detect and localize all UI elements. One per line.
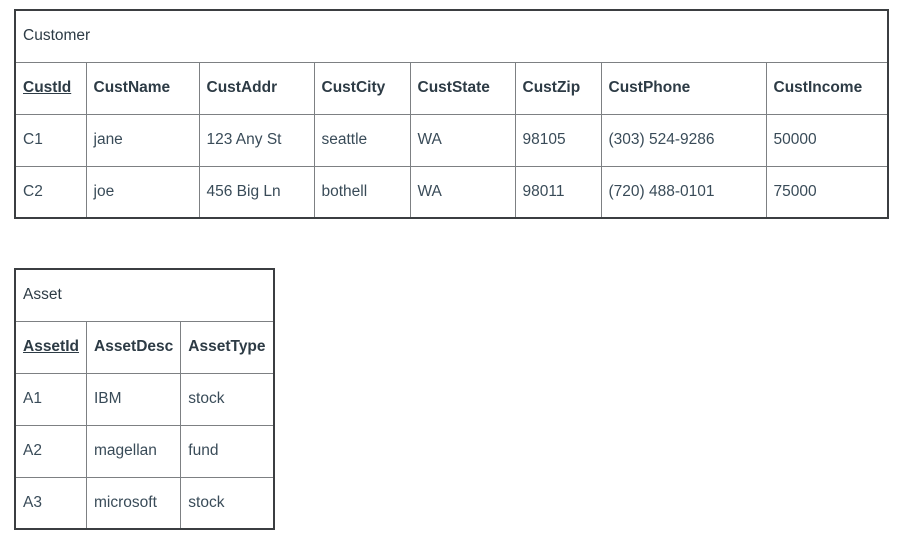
column-header-custstate: CustState <box>409 61 516 115</box>
cell-custzip: 98011 <box>514 165 602 219</box>
customer-table-title: Customer <box>14 9 889 63</box>
cell-custaddr: 123 Any St <box>198 113 315 167</box>
table-title-row: Asset <box>14 268 275 322</box>
cell-assetdesc: IBM <box>85 372 182 426</box>
column-header-custcity: CustCity <box>313 61 411 115</box>
cell-custstate: WA <box>409 113 516 167</box>
cell-custstate: WA <box>409 165 516 219</box>
cell-custphone: (303) 524-9286 <box>600 113 767 167</box>
cell-custname: joe <box>85 165 200 219</box>
customer-header-row: CustId CustName CustAddr CustCity CustSt… <box>14 61 889 115</box>
cell-custincome: 50000 <box>765 113 889 167</box>
cell-custcity: seattle <box>313 113 411 167</box>
table-row: C2 joe 456 Big Ln bothell WA 98011 (720)… <box>14 165 889 219</box>
table-row: A2 magellan fund <box>14 424 275 478</box>
cell-assetdesc: microsoft <box>85 476 182 530</box>
cell-assettype: stock <box>180 372 275 426</box>
cell-custid: C2 <box>14 165 87 219</box>
cell-custincome: 75000 <box>765 165 889 219</box>
cell-custaddr: 456 Big Ln <box>198 165 315 219</box>
cell-assetdesc: magellan <box>85 424 182 478</box>
cell-custzip: 98105 <box>514 113 602 167</box>
table-row: A1 IBM stock <box>14 372 275 426</box>
cell-assetid: A1 <box>14 372 87 426</box>
column-header-assettype: AssetType <box>180 320 275 374</box>
cell-assettype: stock <box>180 476 275 530</box>
column-header-custzip: CustZip <box>514 61 602 115</box>
table-row: A3 microsoft stock <box>14 476 275 530</box>
column-header-custname: CustName <box>85 61 200 115</box>
cell-custname: jane <box>85 113 200 167</box>
column-header-custphone: CustPhone <box>600 61 767 115</box>
asset-table: Asset AssetId AssetDesc AssetType A1 IBM… <box>14 268 275 530</box>
cell-custid: C1 <box>14 113 87 167</box>
customer-table: Customer CustId CustName CustAddr CustCi… <box>14 9 889 219</box>
asset-header-row: AssetId AssetDesc AssetType <box>14 320 275 374</box>
cell-assetid: A3 <box>14 476 87 530</box>
column-header-custincome: CustIncome <box>765 61 889 115</box>
column-header-assetdesc: AssetDesc <box>85 320 182 374</box>
cell-assetid: A2 <box>14 424 87 478</box>
table-row: C1 jane 123 Any St seattle WA 98105 (303… <box>14 113 889 167</box>
cell-assettype: fund <box>180 424 275 478</box>
column-header-custaddr: CustAddr <box>198 61 315 115</box>
cell-custcity: bothell <box>313 165 411 219</box>
column-header-assetid: AssetId <box>14 320 87 374</box>
column-header-custid: CustId <box>14 61 87 115</box>
cell-custphone: (720) 488-0101 <box>600 165 767 219</box>
table-title-row: Customer <box>14 9 889 63</box>
asset-table-title: Asset <box>14 268 275 322</box>
